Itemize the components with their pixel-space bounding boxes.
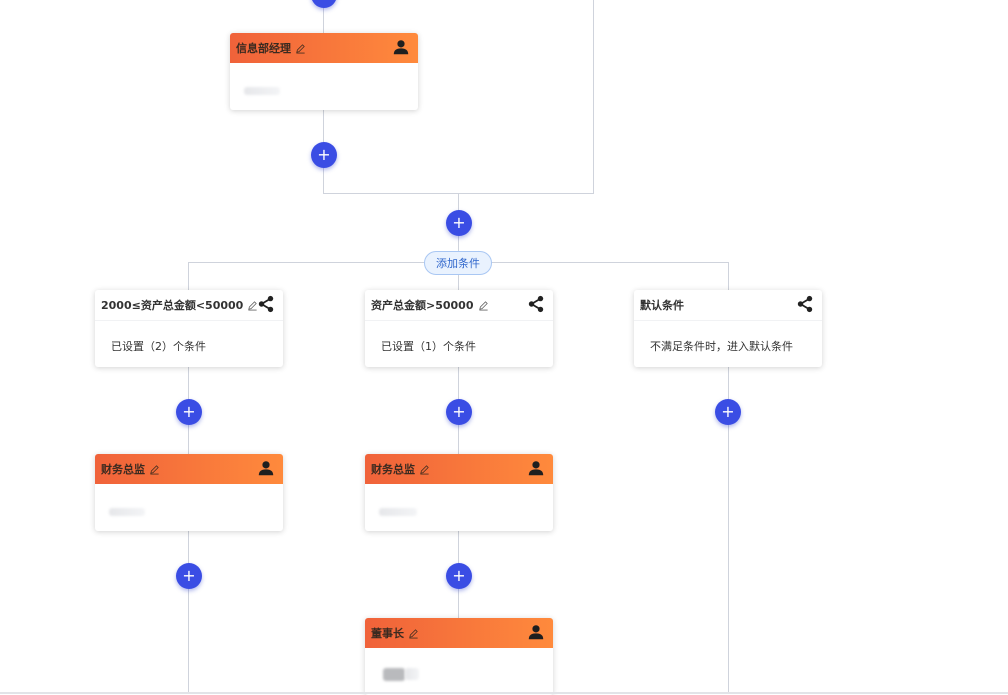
canvas-bottom-border bbox=[0, 692, 1008, 694]
add-condition-button[interactable]: 添加条件 bbox=[424, 251, 492, 275]
user-icon bbox=[528, 625, 544, 640]
edit-icon[interactable] bbox=[419, 464, 430, 475]
add-node-button[interactable]: + bbox=[311, 0, 337, 8]
plus-icon: + bbox=[452, 402, 466, 421]
edit-icon[interactable] bbox=[408, 628, 419, 639]
approver-node-header: 董事长 bbox=[365, 618, 553, 648]
approver-node[interactable]: 董事长 bbox=[365, 618, 553, 695]
plus-icon: + bbox=[721, 402, 735, 421]
approver-node-title: 财务总监 bbox=[101, 463, 145, 476]
share-icon[interactable] bbox=[527, 295, 545, 313]
approver-name-placeholder bbox=[109, 508, 145, 516]
add-node-button[interactable]: + bbox=[715, 399, 741, 425]
connector-line bbox=[728, 262, 729, 290]
approver-node-body bbox=[365, 648, 553, 695]
add-node-button[interactable]: + bbox=[446, 399, 472, 425]
approver-name-placeholder bbox=[405, 668, 419, 680]
add-node-button[interactable]: + bbox=[446, 563, 472, 589]
plus-icon: + bbox=[452, 213, 466, 232]
connector-line bbox=[593, 0, 594, 194]
share-icon[interactable] bbox=[257, 295, 275, 313]
user-icon bbox=[258, 461, 274, 476]
default-condition-node[interactable]: 默认条件 不满足条件时，进入默认条件 bbox=[634, 290, 822, 367]
approver-node-header: 财务总监 bbox=[95, 454, 283, 484]
approver-avatar-placeholder bbox=[383, 668, 405, 681]
condition-node-title: 资产总金额>50000 bbox=[371, 299, 474, 312]
approver-node-body bbox=[230, 63, 418, 110]
plus-icon: + bbox=[317, 145, 331, 164]
add-node-button[interactable]: + bbox=[311, 142, 337, 168]
condition-node-description: 已设置（2）个条件 bbox=[111, 340, 206, 353]
add-node-button[interactable]: + bbox=[176, 563, 202, 589]
approver-node-body bbox=[365, 484, 553, 531]
connector-line bbox=[188, 530, 189, 694]
add-node-button[interactable]: + bbox=[176, 399, 202, 425]
edit-icon[interactable] bbox=[295, 43, 306, 54]
plus-icon: + bbox=[317, 0, 330, 3]
connector-line bbox=[323, 0, 324, 33]
condition-node-header: 2000≤资产总金额<50000 bbox=[95, 290, 283, 321]
edit-icon[interactable] bbox=[247, 300, 258, 311]
share-icon[interactable] bbox=[796, 295, 814, 313]
condition-node-header: 默认条件 bbox=[634, 290, 822, 321]
add-branch-node-button[interactable]: + bbox=[446, 210, 472, 236]
connector-line bbox=[188, 262, 189, 290]
approver-node[interactable]: 财务总监 bbox=[95, 454, 283, 531]
user-icon bbox=[528, 461, 544, 476]
condition-node-title: 默认条件 bbox=[640, 299, 684, 312]
edit-icon[interactable] bbox=[149, 464, 160, 475]
approver-node-header: 财务总监 bbox=[365, 454, 553, 484]
condition-node-description: 已设置（1）个条件 bbox=[381, 340, 476, 353]
condition-node[interactable]: 资产总金额>50000 已设置（1）个条件 bbox=[365, 290, 553, 367]
approver-node-header: 信息部经理 bbox=[230, 33, 418, 63]
approver-node-title: 信息部经理 bbox=[236, 42, 291, 55]
condition-node-title: 2000≤资产总金额<50000 bbox=[101, 299, 244, 312]
plus-icon: + bbox=[182, 402, 196, 421]
approver-node-title: 董事长 bbox=[371, 627, 404, 640]
approver-node-title: 财务总监 bbox=[371, 463, 415, 476]
plus-icon: + bbox=[452, 566, 466, 585]
plus-icon: + bbox=[182, 566, 196, 585]
user-icon bbox=[393, 40, 409, 55]
approver-name-placeholder bbox=[379, 508, 417, 516]
approver-node-body bbox=[95, 484, 283, 531]
approver-node[interactable]: 信息部经理 bbox=[230, 33, 418, 110]
condition-node[interactable]: 2000≤资产总金额<50000 已设置（2）个条件 bbox=[95, 290, 283, 367]
approver-node[interactable]: 财务总监 bbox=[365, 454, 553, 531]
edit-icon[interactable] bbox=[478, 300, 489, 311]
condition-node-description: 不满足条件时，进入默认条件 bbox=[650, 340, 793, 353]
approver-name-placeholder bbox=[244, 87, 280, 95]
condition-node-header: 资产总金额>50000 bbox=[365, 290, 553, 321]
connector-line bbox=[458, 193, 459, 290]
connector-line bbox=[728, 366, 729, 694]
